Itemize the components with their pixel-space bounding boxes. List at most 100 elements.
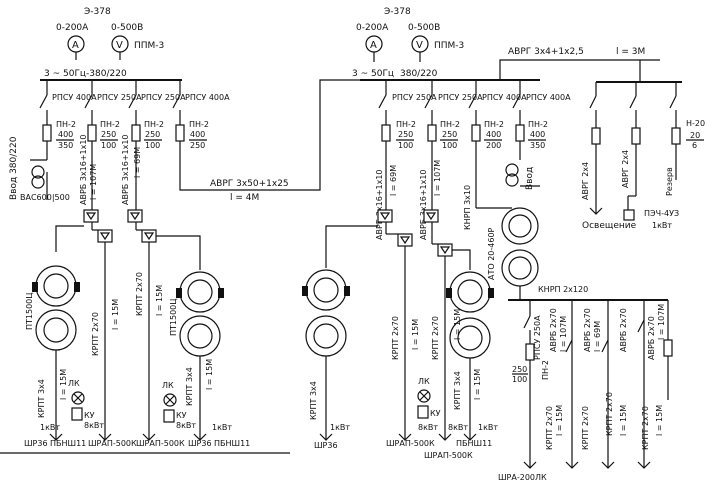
right-bus-volts: 380/220 (400, 69, 438, 79)
left-output-2: ПБНШ11 (50, 439, 86, 448)
pech-power: 1кВт (652, 221, 672, 230)
left-breaker: РПСУ 250А (128, 80, 186, 125)
aux-fuse-bottom: 6 (692, 141, 697, 150)
transformer-coil-icon (505, 163, 519, 177)
left-button-label: КУ (84, 411, 95, 420)
left-relay (83, 209, 113, 243)
right-voltmeter-range: 0-500В (408, 23, 440, 33)
left-switch-label: ППМ-3 (134, 41, 164, 51)
sub-cable1-len: l = 107М (559, 316, 568, 352)
right-breaker: РПСУ 400А (512, 80, 571, 125)
aux-cable2: АВРГ 2х4 (621, 150, 630, 188)
svg-text:КРПТ 2х70: КРПТ 2х70 (605, 392, 614, 436)
right-power-1b: 1кВт (478, 423, 498, 432)
svg-text:ПН-2: ПН-2 (189, 120, 209, 129)
svg-text:350: 350 (58, 141, 73, 150)
link-cable-length: l = 4М (230, 193, 259, 203)
left-panel: Э-378 0-200А 0-500В A V ППМ-3 3 ~ 50Гц-3… (0, 7, 360, 454)
left-breakers: РПСУ 400А РПСУ 250А РПСУ 250А РПСУ 400А (39, 80, 230, 125)
shra-label: ШРА-200ЛК (498, 473, 547, 482)
sub-distribution: РПСУ 250А ПН-2 250 100 АВРБ 2х70 l = 107… (512, 300, 673, 400)
right-top-cable-wire (499, 59, 660, 80)
sub-fuse-top: 250 (512, 365, 527, 374)
svg-text:400: 400 (486, 130, 501, 139)
svg-text:ПН-2: ПН-2 (56, 120, 76, 129)
svg-text:КРПТ 2х70: КРПТ 2х70 (581, 406, 590, 450)
svg-text:ПН-2: ПН-2 (396, 120, 416, 129)
right-cable-b-len: l = 107М (433, 160, 442, 196)
right-button-label: КУ (430, 409, 441, 418)
svg-text:400: 400 (190, 130, 205, 139)
aux-fuse-type: Н-20 (686, 119, 705, 128)
left-cable-mid: АВРБ 3х16+1х10 (121, 134, 130, 205)
right-output-1: ШР36 (314, 441, 338, 450)
svg-text:РПСУ 250А: РПСУ 250А (141, 93, 186, 102)
left-fuse: ПН-2 250 100 (87, 120, 120, 150)
sub-breaker-label: РПСУ 250А (533, 315, 542, 360)
left-cable-mid-len: l = 69М (133, 147, 142, 178)
right-input-label: Ввод (525, 167, 535, 190)
left-breaker: РПСУ 400А (172, 80, 230, 125)
svg-text:100: 100 (398, 141, 413, 150)
right-cable-a: АВРБ 3х16+1х10 (375, 169, 384, 240)
left-output-4: ШРАП-500К (136, 439, 185, 448)
svg-text:250: 250 (145, 130, 160, 139)
left-crpt270-len: l = 15М (111, 299, 120, 330)
svg-text:350: 350 (530, 141, 545, 150)
pech-label: ПЭЧ-4УЗ (644, 209, 679, 218)
svg-text:100: 100 (101, 141, 116, 150)
left-output-arrows (49, 433, 207, 441)
left-crpt270b: КРПТ 2х70 (135, 272, 144, 316)
left-fuse: ПН-2 400 350 (42, 120, 76, 150)
sub-outputs: КРПТ 2х70 l = 15М КРПТ 2х70 КРПТ 2х70 l … (523, 392, 664, 469)
left-crpt34: КРПТ 3х4 (37, 379, 46, 418)
svg-text:400: 400 (58, 130, 73, 139)
right-crpt34: КРПТ 3х4 (309, 381, 318, 420)
lighting-label: Освещение (582, 221, 637, 231)
left-relay (127, 209, 157, 243)
left-cable-input: АВРБ 3х16+1х10 (79, 134, 88, 205)
left-power-1b: 1кВт (212, 423, 232, 432)
left-power-8b: 8кВт (176, 421, 196, 430)
right-generator (446, 271, 494, 359)
sub-cable1: АВРБ 2х70 (549, 308, 558, 352)
left-output-6: ПБНШ11 (214, 439, 250, 448)
aux-circuit: АВРГ 2х4 Освещение АВРГ 2х4 ПЭЧ-4УЗ 1кВт… (581, 82, 705, 231)
right-e-code: Э-378 (384, 7, 411, 17)
right-lamp-label: ЛК (418, 377, 430, 386)
svg-text:200: 200 (486, 141, 501, 150)
svg-text:РПСУ 250А: РПСУ 250А (392, 93, 437, 102)
link-cable-wire (179, 79, 360, 191)
right-top-cable-len: l = 3М (616, 47, 645, 57)
left-generator: ПТ1500Ц (25, 265, 80, 351)
svg-text:ПТ1500Ц: ПТ1500Ц (25, 293, 34, 330)
right-fuse: ПН-2 250 100 (427, 120, 460, 150)
aux-fuse-top: 20 (690, 131, 700, 140)
link-cable-label: АВРГ 3х50+1х25 (210, 179, 289, 189)
sub-fuse-bottom: 100 (512, 375, 527, 384)
right-fuse: ПН-2 400 350 (515, 120, 548, 150)
right-bus-label: 3 ~ 50Гц (352, 69, 394, 79)
svg-text:РПСУ 400А: РПСУ 400А (526, 93, 571, 102)
left-lamp-label: ЛК (68, 379, 80, 388)
left-bus-label: 3 ~ 50Гц-380/220 (44, 69, 127, 79)
left-output-3: ШРАП-500К (88, 439, 137, 448)
right-fuse: ПН-2 250 100 (381, 120, 416, 150)
svg-text:l = 15М: l = 15М (555, 405, 564, 436)
left-crpt34b-len: l = 15М (205, 359, 214, 390)
right-breaker: РПСУ 250А (378, 80, 437, 125)
sub-cable4: АВРБ 2х70 (647, 316, 656, 360)
button-icon (417, 405, 429, 419)
button-icon (71, 407, 83, 421)
left-breaker: РПСУ 250А (84, 80, 142, 125)
right-output-arrows (319, 433, 477, 441)
right-crpt34-len: l = 15М (473, 369, 482, 400)
left-crpt270: КРПТ 2х70 (91, 312, 100, 356)
right-breaker: РПСУ 250А (424, 80, 483, 125)
right-power-8b: 8кВт (448, 423, 468, 432)
left-crpt34b: КРПТ 3х4 (185, 367, 194, 406)
right-cable-a-len: l = 69М (389, 165, 398, 196)
left-fuse: ПН-2 250 100 (131, 120, 164, 150)
left-output-5: ШР36 (188, 439, 212, 448)
transformer-coil-icon (505, 173, 519, 187)
